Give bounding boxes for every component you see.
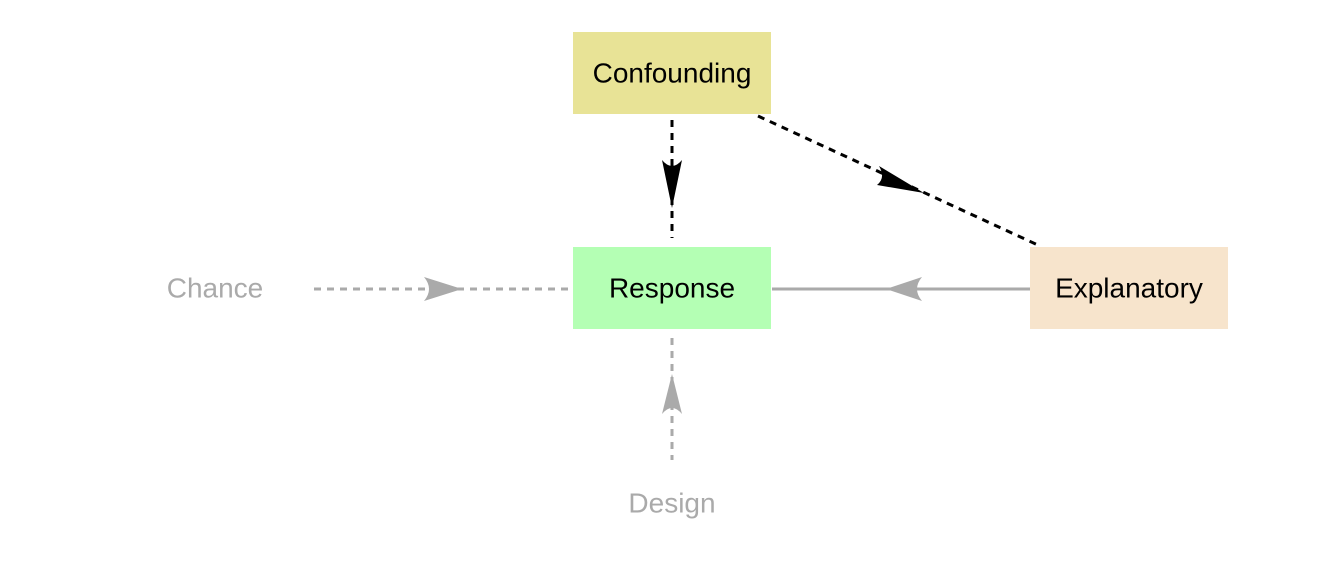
node-confounding-box — [573, 32, 771, 114]
node-confounding-label: Confounding — [593, 57, 752, 88]
edges — [314, 114, 1041, 460]
node-chance: Chance — [167, 272, 264, 303]
arrowhead-explanatory-response — [886, 277, 922, 301]
node-response-label: Response — [609, 272, 735, 303]
node-response-box — [573, 247, 771, 329]
node-explanatory-label: Explanatory — [1055, 272, 1203, 303]
node-explanatory-box — [1030, 247, 1228, 329]
node-confounding: Confounding — [573, 32, 771, 114]
node-response: Response — [573, 247, 771, 329]
arrowhead-chance-response — [424, 277, 462, 301]
arrowhead-confounding-explanatory — [877, 166, 924, 193]
arrowhead-design-response — [662, 374, 682, 414]
node-design-label: Design — [628, 487, 715, 518]
node-design: Design — [628, 487, 715, 518]
node-chance-label: Chance — [167, 272, 264, 303]
node-explanatory: Explanatory — [1030, 247, 1228, 329]
arrowhead-confounding-response — [662, 160, 682, 208]
